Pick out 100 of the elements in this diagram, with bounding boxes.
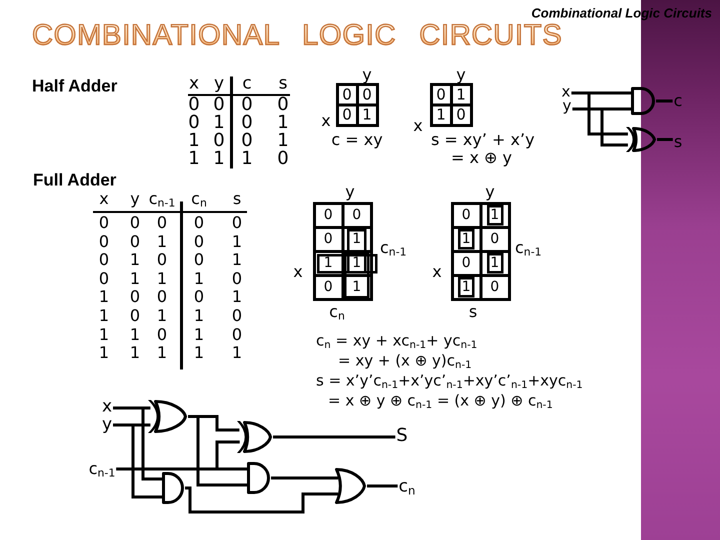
- truth-value: 0: [194, 215, 204, 231]
- kmap-value: 1: [462, 280, 471, 294]
- truth-value: 0: [277, 96, 289, 114]
- equation: = x ⊕ y: [451, 150, 512, 166]
- truth-value: 1: [156, 345, 168, 362]
- signal-label: y: [102, 416, 112, 434]
- truth-value: 1: [194, 345, 204, 362]
- variable-label: y: [362, 67, 372, 83]
- equation: c = xy: [331, 132, 383, 148]
- kmap-value: 1: [436, 108, 446, 122]
- variable-label: y: [485, 184, 495, 200]
- variable-label: y: [456, 67, 466, 83]
- truth-value: 0: [156, 326, 168, 343]
- truth-value: 0: [156, 215, 168, 231]
- truth-value: 1: [213, 114, 225, 132]
- wire: [657, 138, 673, 141]
- signal-label: s: [674, 134, 682, 150]
- truth-value: 0: [98, 215, 110, 231]
- wire: [271, 476, 338, 480]
- signal-label: c: [674, 93, 682, 109]
- kmap-value: 1: [362, 108, 372, 122]
- equation: c$_{n}$ = xy + xc$_{n-1}$+ yc$_{n-1}$: [316, 334, 478, 348]
- truth-value: 1: [98, 326, 110, 343]
- truth-value: 0: [130, 289, 140, 306]
- truth-value: 0: [130, 215, 140, 231]
- truth-value: 0: [277, 150, 289, 168]
- variable-label: y: [345, 184, 355, 200]
- truth-value: 0: [156, 289, 168, 306]
- column-heading: c: [242, 76, 252, 92]
- column-heading: s: [232, 191, 242, 207]
- equation: s = xy’ + x’y: [431, 132, 535, 148]
- truth-value: 0: [232, 215, 242, 231]
- wire: [188, 415, 247, 486]
- wire: [571, 92, 628, 136]
- wire: [656, 100, 673, 102]
- xor-gate: [237, 421, 272, 453]
- truth-value: 0: [130, 234, 140, 250]
- truth-value: 1: [213, 150, 225, 168]
- truth-value: 0: [98, 252, 110, 268]
- truth-value: 1: [130, 252, 140, 268]
- section-heading: Half Adder: [32, 78, 118, 94]
- kmap-value: 1: [490, 256, 500, 270]
- truth-value: 0: [98, 234, 110, 250]
- truth-value: 1: [241, 150, 253, 168]
- truth-value: 0: [241, 114, 253, 132]
- truth-value: 1: [194, 270, 204, 287]
- truth-value: 1: [130, 345, 140, 362]
- truth-value: 1: [156, 270, 168, 287]
- kmap-value: 0: [342, 108, 352, 122]
- truth-value: 1: [277, 114, 289, 132]
- kmap-value: 0: [324, 232, 333, 246]
- or-gate: [335, 468, 366, 504]
- kmap-value: 0: [324, 280, 333, 294]
- truth-value: 1: [232, 345, 242, 362]
- kmap-value: 1: [324, 256, 333, 270]
- variable-label: x: [413, 118, 423, 134]
- variable-label: c$_{n-1}$: [380, 240, 407, 256]
- kmap-value: 1: [352, 256, 362, 270]
- column-heading: x: [188, 76, 200, 92]
- truth-value: 0: [194, 289, 204, 306]
- kmap-value: 1: [490, 208, 500, 222]
- wire: [572, 108, 628, 146]
- wire: [113, 406, 162, 480]
- variable-label: x: [293, 264, 303, 280]
- truth-value: 1: [98, 345, 110, 362]
- variable-label: x: [432, 264, 442, 280]
- and-gate: [162, 472, 184, 504]
- signal-label: y: [562, 98, 572, 114]
- column-heading: s: [278, 76, 288, 92]
- truth-value: 0: [194, 252, 204, 268]
- truth-value: 1: [232, 252, 242, 268]
- wire: [113, 424, 162, 498]
- signal-label: c$_{n}$: [398, 478, 416, 496]
- truth-value: 1: [232, 234, 242, 250]
- kmap-value: 0: [352, 208, 362, 222]
- equation: = xy + (x ⊕ y)c$_{n-1}$: [338, 354, 472, 368]
- map-label: s: [468, 304, 478, 320]
- kmap-value: 1: [456, 87, 466, 102]
- variable-label: c$_{n-1}$: [515, 240, 542, 256]
- kmap-value: 0: [362, 87, 372, 102]
- truth-value: 1: [156, 308, 168, 324]
- kmap-value: 0: [490, 232, 500, 246]
- truth-value: 1: [98, 308, 110, 324]
- truth-value: 0: [213, 132, 225, 150]
- truth-value: 1: [277, 132, 289, 150]
- wire: [185, 486, 338, 514]
- truth-value: 1: [194, 326, 204, 343]
- truth-value: 0: [241, 132, 253, 150]
- kmap-value: 0: [324, 208, 333, 222]
- kmap-value: 0: [490, 280, 500, 294]
- wire: [116, 468, 247, 470]
- truth-value: 1: [98, 289, 110, 306]
- truth-value: 1: [130, 270, 140, 287]
- kmap-value: 0: [462, 256, 471, 270]
- kmap-value: 1: [352, 232, 362, 246]
- truth-value: 0: [188, 114, 200, 132]
- kmap-value: 1: [352, 280, 362, 294]
- signal-label: x: [562, 84, 570, 100]
- section-heading: Full Adder: [33, 172, 116, 188]
- wire: [367, 484, 398, 488]
